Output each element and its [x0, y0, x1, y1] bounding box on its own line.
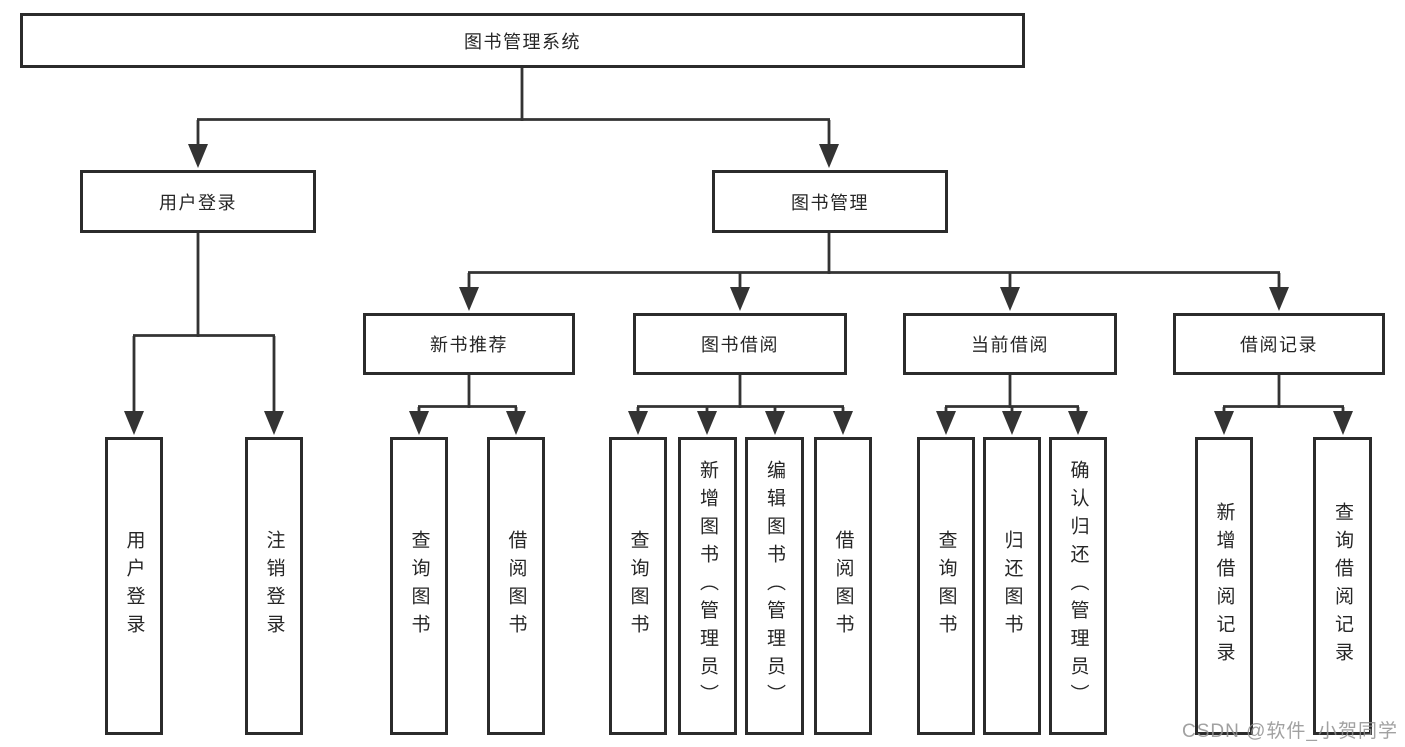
node-book-borrow: 图书借阅 — [633, 313, 847, 375]
node-new-book-recommend-label: 新书推荐 — [430, 335, 508, 355]
leaf-newbook-borrow-books: 借阅图书 — [487, 437, 545, 735]
leaf-newbook-borrow-books-label: 借阅图书 — [505, 530, 527, 642]
node-root: 图书管理系统 — [20, 13, 1025, 68]
leaf-records-add-record: 新增借阅记录 — [1195, 437, 1253, 735]
leaf-borrow-query-books: 查询图书 — [609, 437, 667, 735]
leaf-borrow-add-books-admin-label: 新增图书（管理员） — [697, 460, 718, 712]
leaf-records-query-record-label: 查询借阅记录 — [1332, 502, 1353, 670]
node-user-login: 用户登录 — [80, 170, 316, 233]
leaf-records-query-record: 查询借阅记录 — [1313, 437, 1372, 735]
node-borrow-records: 借阅记录 — [1173, 313, 1385, 375]
leaf-user-login: 用户登录 — [105, 437, 163, 735]
leaf-current-return-books: 归还图书 — [983, 437, 1041, 735]
leaf-borrow-borrow-books-label: 借阅图书 — [832, 530, 854, 642]
leaf-current-return-books-label: 归还图书 — [1001, 530, 1023, 642]
csdn-watermark: CSDN @软件_小贺同学 — [1182, 721, 1398, 742]
leaf-current-confirm-return-admin-label: 确认归还（管理员） — [1067, 460, 1089, 712]
leaf-borrow-borrow-books: 借阅图书 — [814, 437, 872, 735]
leaf-user-login-label: 用户登录 — [123, 530, 145, 642]
node-root-label: 图书管理系统 — [464, 31, 581, 52]
leaf-current-query-books: 查询图书 — [917, 437, 975, 735]
leaf-borrow-edit-books-admin: 编辑图书（管理员） — [745, 437, 804, 735]
node-book-borrow-label: 图书借阅 — [701, 335, 779, 355]
leaf-logout-label: 注销登录 — [263, 530, 285, 642]
arrowheads — [124, 144, 1353, 435]
node-current-borrow-label: 当前借阅 — [971, 335, 1049, 355]
node-book-management-label: 图书管理 — [791, 192, 869, 213]
leaf-logout: 注销登录 — [245, 437, 303, 735]
leaf-borrow-query-books-label: 查询图书 — [627, 530, 649, 642]
node-current-borrow: 当前借阅 — [903, 313, 1117, 375]
leaf-current-confirm-return-admin: 确认归还（管理员） — [1049, 437, 1107, 735]
leaf-newbook-query-books: 查询图书 — [390, 437, 448, 735]
node-borrow-records-label: 借阅记录 — [1240, 335, 1318, 355]
leaf-borrow-edit-books-admin-label: 编辑图书（管理员） — [764, 460, 785, 712]
leaf-records-add-record-label: 新增借阅记录 — [1213, 502, 1235, 670]
leaf-current-query-books-label: 查询图书 — [935, 530, 957, 642]
node-new-book-recommend: 新书推荐 — [363, 313, 575, 375]
node-user-login-label: 用户登录 — [159, 192, 237, 213]
node-book-management: 图书管理 — [712, 170, 948, 233]
leaf-borrow-add-books-admin: 新增图书（管理员） — [678, 437, 737, 735]
leaf-newbook-query-books-label: 查询图书 — [408, 530, 430, 642]
